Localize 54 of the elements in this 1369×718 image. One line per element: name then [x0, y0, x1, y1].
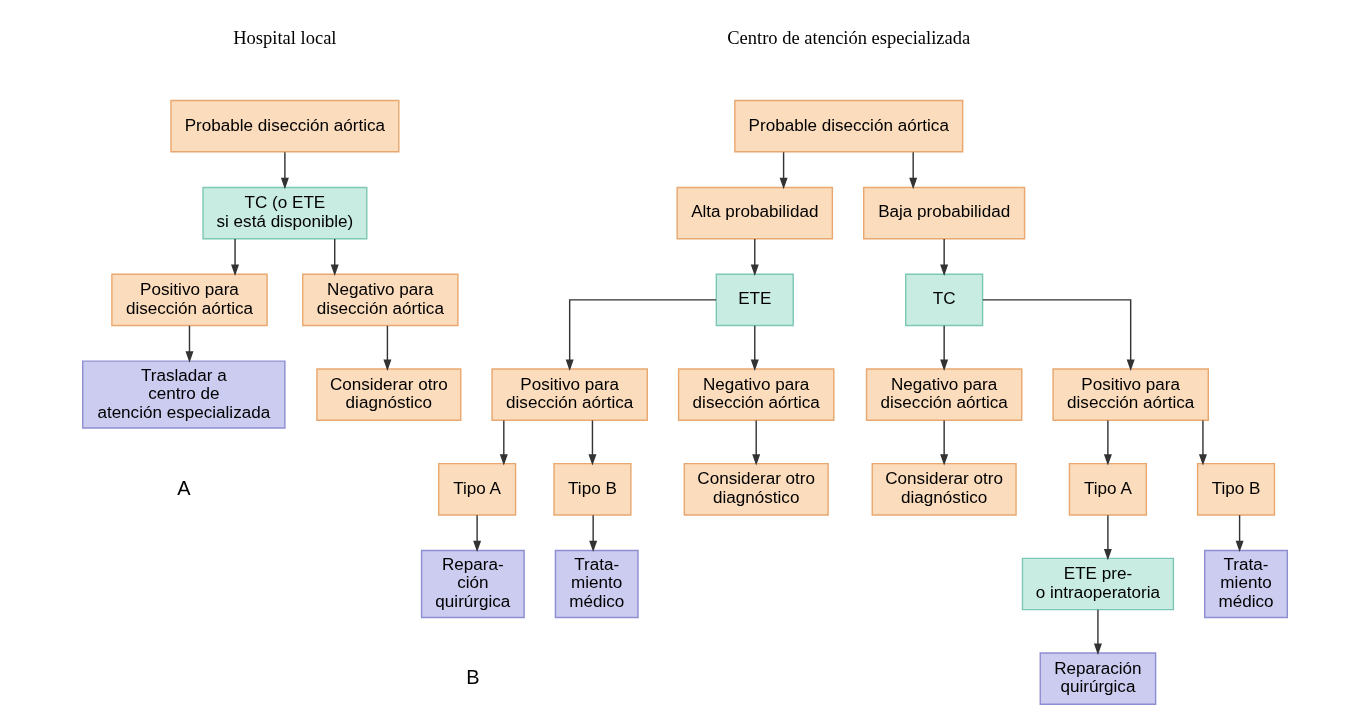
arrow [939, 419, 948, 466]
node-box: Trata- miento médico [1203, 549, 1288, 619]
arrow [750, 325, 759, 371]
arrow [565, 299, 717, 371]
arrow [382, 325, 391, 371]
node-box: Negativo para disección aórtica [677, 368, 834, 421]
node-box: Considerar otro diagnóstico [315, 368, 461, 421]
node-box: Trata- miento médico [554, 549, 639, 619]
arrow [1103, 419, 1112, 466]
node-box: ETE pre- o intraoperatoria [1021, 557, 1174, 611]
arrow [751, 419, 760, 466]
node-box: Tipo A [437, 462, 516, 516]
arrow [499, 419, 508, 466]
node-box: Positivo para disección aórtica [490, 368, 648, 421]
label: A [176, 476, 190, 499]
node-box: Repara- ción quirúrgica [420, 549, 525, 619]
node-box: Reparación quirúrgica [1039, 652, 1156, 705]
node-box: TC [904, 273, 983, 327]
arrow [1235, 514, 1244, 553]
arrow [185, 325, 193, 363]
arrow [587, 419, 596, 466]
node-box: Probable disección aórtica [169, 99, 399, 153]
node-box: Tipo A [1068, 462, 1147, 516]
arrow [981, 299, 1135, 371]
node-box: Trasladar a centro de atención especializada [81, 360, 286, 429]
arrow [939, 325, 948, 371]
arrow [1198, 419, 1207, 466]
label: B [465, 665, 479, 688]
label: Centro de atención especializada [726, 28, 970, 49]
arrow [1103, 514, 1112, 561]
label: Hospital local [232, 28, 337, 49]
node-box: Probable disección aórtica [733, 99, 963, 153]
node-box: Baja probabilidad [862, 186, 1025, 240]
arrow [588, 514, 597, 553]
node-box: Tipo B [552, 462, 632, 516]
node-box: Negativo para disección aórtica [865, 368, 1022, 421]
node-box: Alta probabilidad [675, 186, 833, 240]
node-box: Negativo para disección aórtica [301, 273, 459, 327]
node-box: Considerar otro diagnóstico [683, 462, 829, 516]
node-box: Tipo B [1196, 462, 1275, 516]
arrow [939, 238, 948, 277]
node-box: Considerar otro diagnóstico [871, 462, 1017, 516]
arrow [280, 151, 289, 190]
arrow [779, 151, 788, 190]
arrow [230, 238, 239, 277]
arrow [908, 151, 917, 190]
node-box: ETE [715, 273, 794, 327]
node-box: Positivo para disección aórtica [1051, 368, 1209, 421]
arrow [472, 514, 481, 553]
arrow [1093, 609, 1102, 655]
arrow [330, 238, 339, 277]
node-box: Positivo para disección aórtica [110, 273, 268, 327]
arrow [750, 238, 759, 277]
node-box: TC (o ETE si está disponible) [201, 186, 367, 240]
